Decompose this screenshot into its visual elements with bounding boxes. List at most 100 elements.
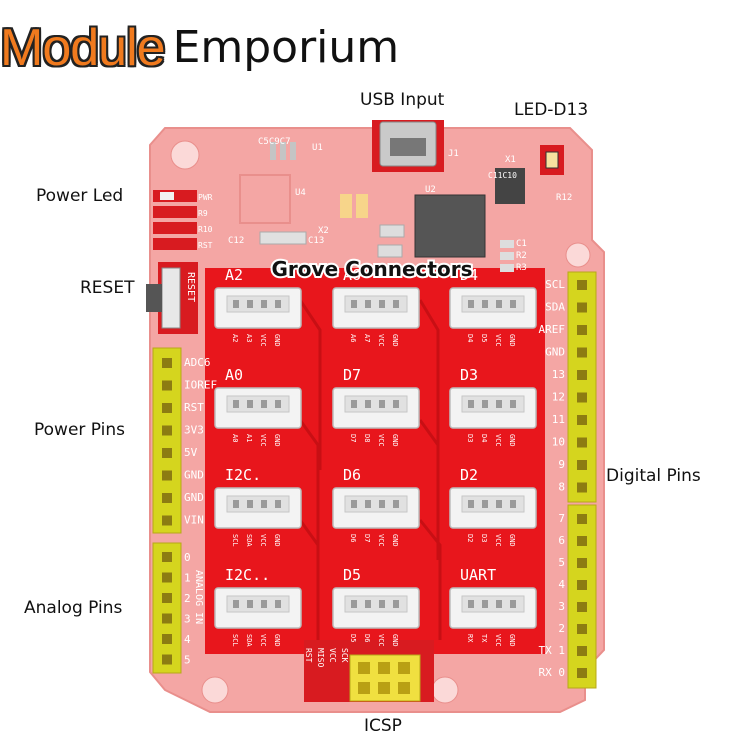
grove-connector-slot	[344, 395, 408, 413]
header-label: 2	[558, 622, 565, 635]
header-pin-hole	[577, 580, 587, 590]
grove-pin-label: D8	[363, 434, 371, 442]
header-label: 3	[184, 613, 191, 626]
grove-pin-label: D5	[480, 334, 488, 342]
silk-u1: U1	[312, 143, 323, 153]
grove-pin	[496, 500, 502, 508]
callout-usb-input: USB Input	[360, 90, 445, 110]
led-label-pwr: PWR	[198, 193, 213, 202]
header-pin-hole	[577, 624, 587, 634]
grove-pin	[393, 300, 399, 308]
grove-pin	[275, 500, 281, 508]
grove-connector-slot	[461, 495, 525, 513]
grove-pin	[261, 300, 267, 308]
grove-pin	[482, 600, 488, 608]
grove-pin-label: VCC	[259, 634, 267, 647]
header-labels: ADC6IOREFRST3V35VGNDGNDVIN012345SCLSDAAR…	[184, 278, 565, 679]
silk-x2: X2	[318, 226, 329, 236]
icsp-silk-rst: RST	[304, 648, 313, 663]
silk-r2: R2	[516, 251, 527, 261]
header-label: GND	[545, 346, 565, 359]
header-pin-hole	[577, 370, 587, 380]
grove-pin-label: D4	[480, 434, 488, 442]
grove-pin	[233, 500, 239, 508]
header-label: 6	[558, 534, 565, 547]
reset-button	[161, 267, 181, 329]
grove-pin-label: GND	[391, 634, 399, 647]
grove-pin	[233, 400, 239, 408]
grove-pin-label: VCC	[494, 334, 502, 347]
silk-j1: J1	[448, 149, 459, 159]
grove-pin-label: VCC	[494, 634, 502, 647]
led-label-r9: R9	[198, 209, 208, 218]
grove-connector-slot	[344, 595, 408, 613]
grove-pin	[247, 600, 253, 608]
grove-pin-label: VCC	[259, 434, 267, 447]
icsp-pin	[358, 662, 370, 674]
header-pin-hole	[577, 668, 587, 678]
grove-pin-label: TX	[480, 634, 488, 643]
callout-digital-pins: Digital Pins	[606, 466, 701, 486]
grove-label: UART	[460, 566, 496, 584]
header-label: 5V	[184, 446, 198, 459]
grove-pin	[261, 600, 267, 608]
callout-analog-pins: Analog Pins	[24, 598, 123, 618]
header-label: 4	[184, 633, 191, 646]
header-label: TX 1	[539, 644, 566, 657]
grove-pin-label: GND	[508, 634, 516, 647]
grove-connector-slot	[226, 295, 290, 313]
grove-pin	[468, 600, 474, 608]
grove-pin-label: SDA	[245, 634, 253, 647]
header-label: VIN	[184, 514, 204, 527]
silk-u4: U4	[295, 188, 306, 198]
grove-label: D7	[343, 366, 361, 384]
grove-pin	[393, 500, 399, 508]
mount-hole-tr	[565, 242, 591, 268]
grove-pin	[496, 400, 502, 408]
grove-connector-slot	[226, 595, 290, 613]
header-label: 11	[552, 413, 565, 426]
header-pin-hole	[162, 425, 172, 436]
grove-pin	[351, 600, 357, 608]
header-label: 12	[552, 391, 565, 404]
grove-label: I2C.	[225, 466, 261, 484]
header-pin-hole	[577, 646, 587, 656]
header-pin-hole	[577, 392, 587, 403]
silk-c12: C12	[228, 236, 244, 246]
grove-pin	[482, 400, 488, 408]
header-pin-hole	[162, 470, 172, 481]
header-pin-hole	[577, 415, 587, 425]
grove-pin-label: A2	[231, 334, 239, 342]
grove-pin-label: VCC	[259, 534, 267, 547]
grove-pin	[510, 500, 516, 508]
traces	[298, 299, 442, 640]
grove-pin	[393, 400, 399, 408]
header-label: 7	[558, 512, 565, 525]
header-pin-hole	[577, 302, 587, 313]
header-pin-hole	[162, 593, 172, 603]
led-label-rst: RST	[198, 241, 213, 250]
led-d13	[545, 151, 559, 169]
silk-u2: U2	[425, 185, 436, 195]
analog-in-silk: ANALOG IN	[193, 570, 204, 624]
silk-c5c9c7: C5C9C7	[258, 137, 291, 147]
grove-pin	[261, 400, 267, 408]
icsp-pin	[398, 662, 410, 674]
header-pin-hole	[577, 514, 587, 524]
callout-power-pins: Power Pins	[34, 420, 126, 440]
grove-pin	[275, 600, 281, 608]
grove-label: A0	[225, 366, 243, 384]
grove-pin-label: A6	[349, 334, 357, 342]
header-pin-hole	[577, 325, 587, 335]
grove-pin-label: VCC	[494, 534, 502, 547]
chip-u2	[414, 194, 486, 258]
